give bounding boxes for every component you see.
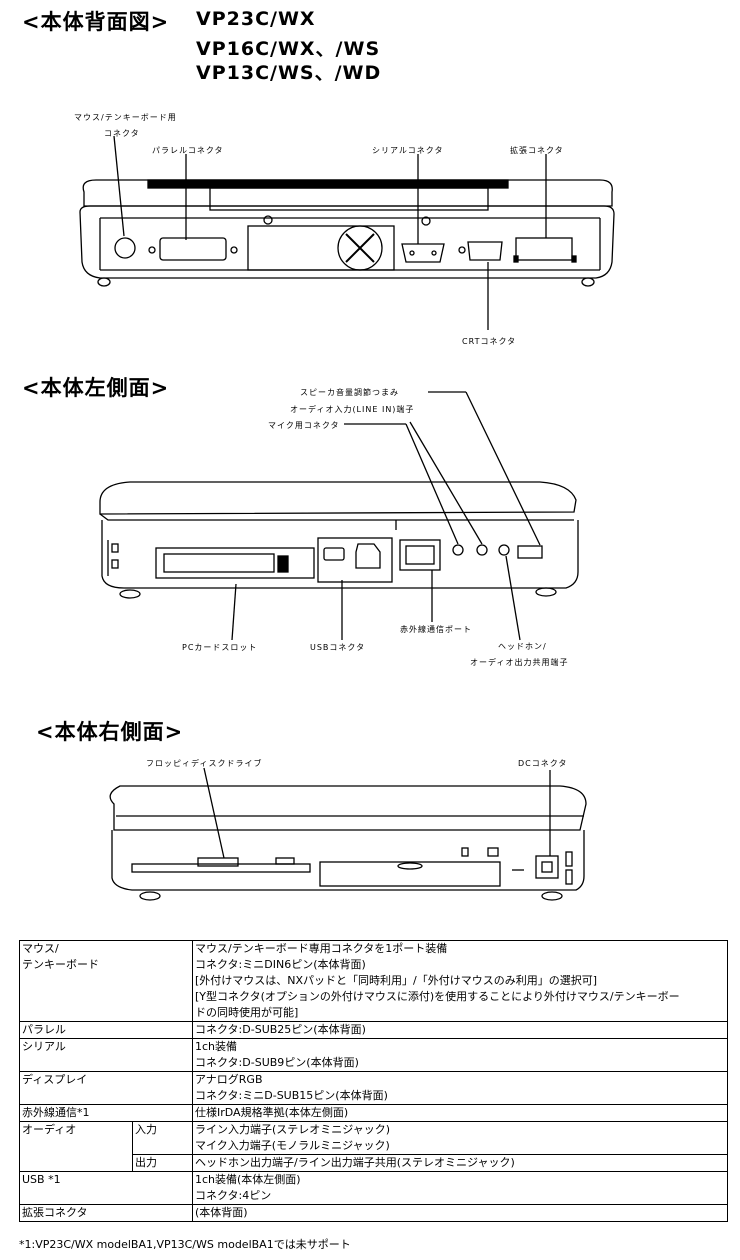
parallel-value-line: コネクタ:D-SUB25ピン(本体背面) [195,1023,366,1036]
usb-value-line: 1ch装備(本体左側面) [195,1173,301,1186]
device-drawings [79,135,615,901]
row-sublabel-audio-in: 入力 [132,1121,193,1155]
row-label-usb: USB *1 [19,1171,193,1205]
audio-in-value-line: マイク入力端子(モノラルミニジャック) [195,1139,390,1152]
label-expansion-connector: 拡張コネクタ [510,146,564,155]
row-value-mouse: マウス/テンキーボード専用コネクタを1ポート装備 コネクタ:ミニDIN6ピン(本… [192,940,728,1022]
label-pc-card-slot: PCカードスロット [182,643,258,652]
table-row: USB *1 1ch装備(本体左側面) コネクタ:4ピン [19,1171,728,1205]
label-infrared-port: 赤外線通信ポート [400,625,472,634]
serial-value-line: 1ch装備 [195,1040,238,1053]
expansion-value-line: (本体背面) [195,1206,248,1219]
rear-model-line-1: VP23C/WX [196,8,316,30]
row-label-expansion: 拡張コネクタ [19,1204,193,1222]
table-row: マウス/ テンキーボード マウス/テンキーボード専用コネクタを1ポート装備 コネ… [19,940,728,1022]
label-crt-connector: CRTコネクタ [462,337,517,346]
row-value-expansion: (本体背面) [192,1204,728,1222]
row-label-serial: シリアル [19,1038,193,1072]
row-label-parallel: パラレル [19,1021,193,1039]
audio-in-value-line: ライン入力端子(ステレオミニジャック) [195,1123,391,1136]
right-side-heading: <本体右側面> [36,720,184,744]
label-headphone-1: ヘッドホン/ [498,642,547,651]
row-value-usb: 1ch装備(本体左側面) コネクタ:4ピン [192,1171,728,1205]
infrared-value-line: 仕様IrDA規格準拠(本体左側面) [195,1106,349,1119]
table-row: シリアル 1ch装備 コネクタ:D-SUB9ピン(本体背面) [19,1038,728,1072]
mouse-value-line: [外付けマウスは、NXパッドと「同時利用」/「外付けマウスのみ利用」の選択可] [195,974,598,987]
row-sublabel-audio-out: 出力 [132,1154,193,1172]
row-label-audio: オーディオ [19,1121,133,1172]
table-row: 拡張コネクタ (本体背面) [19,1204,728,1222]
right-side-drawing [109,767,587,901]
display-value-line: コネクタ:ミニD-SUB15ピン(本体背面) [195,1089,388,1102]
display-value-line: アナログRGB [195,1073,263,1086]
mouse-label-line: テンキーボード [22,958,99,971]
label-floppy-drive: フロッピィディスクドライブ [146,759,263,768]
left-side-heading: <本体左側面> [22,376,170,400]
usb-value-line: コネクタ:4ピン [195,1189,272,1202]
rear-model-line-3: VP13C/WS、/WD [196,62,382,84]
label-speaker-volume: スピーカ音量調節つまみ [300,388,399,397]
row-value-display: アナログRGB コネクタ:ミニD-SUB15ピン(本体背面) [192,1071,728,1105]
table-row: 赤外線通信*1 仕様IrDA規格準拠(本体左側面) [19,1104,728,1122]
row-label-infrared: 赤外線通信*1 [19,1104,193,1122]
audio-out-value-line: ヘッドホン出力端子/ライン出力端子共用(ステレオミニジャック) [195,1156,515,1169]
row-value-audio-out: ヘッドホン出力端子/ライン出力端子共用(ステレオミニジャック) [192,1154,728,1172]
row-label-mouse: マウス/ テンキーボード [19,940,193,1022]
label-serial-connector: シリアルコネクタ [372,146,444,155]
label-parallel-connector: パラレルコネクタ [152,146,224,155]
table-row: 出力 ヘッドホン出力端子/ライン出力端子共用(ステレオミニジャック) [20,1154,728,1172]
mouse-label-line: マウス/ [22,942,59,955]
table-row: パラレル コネクタ:D-SUB25ピン(本体背面) [19,1021,728,1039]
mouse-value-line: ドの同時使用が可能] [195,1006,299,1019]
label-mouse-connector-2: コネクタ [104,129,140,138]
mouse-value-line: [Y型コネクタ(オプションの外付けマウスに添付)を使用することにより外付けマウス… [195,990,680,1003]
row-label-display: ディスプレイ [19,1071,193,1105]
rear-view-drawing [79,135,615,330]
row-value-parallel: コネクタ:D-SUB25ピン(本体背面) [192,1021,728,1039]
rear-view-heading: <本体背面図> [22,10,170,34]
table-row: ディスプレイ アナログRGB コネクタ:ミニD-SUB15ピン(本体背面) [19,1071,728,1105]
mouse-value-line: コネクタ:ミニDIN6ピン(本体背面) [195,958,366,971]
label-mic-connector: マイク用コネクタ [268,421,340,430]
footnote: *1:VP23C/WX modelBA1,VP13C/WS modelBA1では… [19,1238,351,1251]
table-row: オーディオ 入力 ライン入力端子(ステレオミニジャック) マイク入力端子(モノラ… [19,1121,728,1172]
row-value-audio-in: ライン入力端子(ステレオミニジャック) マイク入力端子(モノラルミニジャック) [192,1121,728,1155]
label-mouse-connector-1: マウス/テンキーボード用 [74,113,177,122]
left-side-drawing [99,391,579,641]
label-usb-connector: USBコネクタ [310,643,366,652]
rear-model-line-2: VP16C/WX、/WS [196,38,381,60]
serial-value-line: コネクタ:D-SUB9ピン(本体背面) [195,1056,359,1069]
label-headphone-2: オーディオ出力共用端子 [470,658,569,667]
spec-table: マウス/ テンキーボード マウス/テンキーボード専用コネクタを1ポート装備 コネ… [19,940,728,1222]
row-value-infrared: 仕様IrDA規格準拠(本体左側面) [192,1104,728,1122]
label-dc-connector: DCコネクタ [518,759,568,768]
row-value-serial: 1ch装備 コネクタ:D-SUB9ピン(本体背面) [192,1038,728,1072]
label-audio-in: オーディオ入力(LINE IN)端子 [290,405,415,414]
mouse-value-line: マウス/テンキーボード専用コネクタを1ポート装備 [195,942,448,955]
